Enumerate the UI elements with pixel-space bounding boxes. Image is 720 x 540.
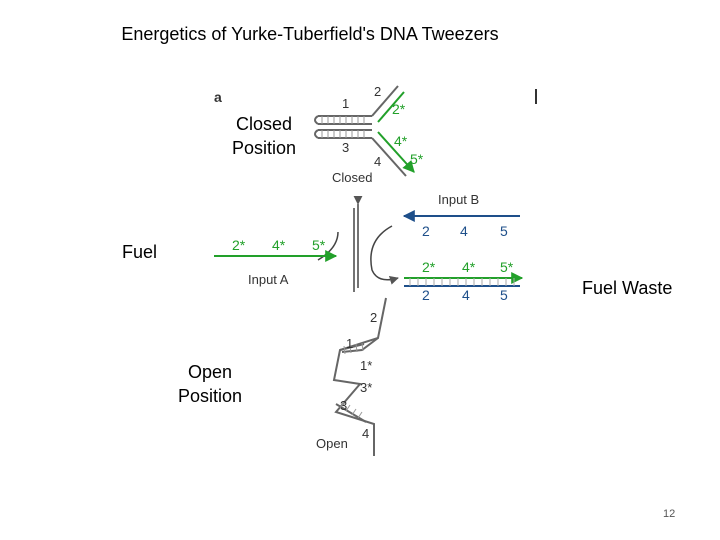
- page-number: 12: [663, 508, 676, 520]
- open-label-3: 3: [340, 398, 347, 413]
- waste-label-5star: 5*: [500, 259, 514, 275]
- waste-label-2star: 2*: [422, 259, 436, 275]
- closed-label-4star: 4*: [394, 133, 408, 149]
- fuel-waste-duplex: 2* 4* 5* 2 4 5: [404, 259, 524, 303]
- open-label-3star: 3*: [360, 380, 372, 395]
- inputb-label-5: 5: [500, 223, 508, 239]
- fuel-label-5star: 5*: [312, 237, 326, 253]
- closed-label-1: 1: [342, 96, 349, 111]
- closed-label-5star: 5*: [410, 151, 424, 167]
- waste-label-4star: 4*: [462, 259, 476, 275]
- waste-label-4: 4: [462, 287, 470, 303]
- open-tweezers: 2 1 1* 3* 3 4 Open: [316, 297, 387, 456]
- inputb-label-4: 4: [460, 223, 468, 239]
- closed-position-label: Closed Position: [231, 114, 297, 158]
- fuel-label: Fuel: [122, 242, 158, 262]
- closed-tag: Closed: [332, 170, 372, 185]
- open-label-1: 1: [346, 336, 353, 351]
- fuel-waste-label: Fuel Waste: [582, 278, 673, 298]
- open-position-label: Open Position: [177, 362, 243, 406]
- open-tag: Open: [316, 436, 348, 451]
- open-label-2: 2: [370, 310, 377, 325]
- open-label-4: 4: [362, 426, 369, 441]
- inputb-label-2: 2: [422, 223, 430, 239]
- closed-label-3: 3: [342, 140, 349, 155]
- closed-label-2: 2: [374, 84, 381, 99]
- slide-title: Energetics of Yurke-Tuberfield's DNA Twe…: [121, 24, 499, 44]
- panel-letter: a: [214, 89, 222, 105]
- open-label-1star: 1*: [360, 358, 372, 373]
- fuel-label-4star: 4*: [272, 237, 286, 253]
- fuel-strand: 2* 4* 5* Input A: [214, 237, 338, 287]
- waste-label-5: 5: [500, 287, 508, 303]
- waste-label-2: 2: [422, 287, 430, 303]
- input-b-tag: Input B: [438, 192, 479, 207]
- fuel-label-2star: 2*: [232, 237, 246, 253]
- input-a-tag: Input A: [248, 272, 289, 287]
- closed-label-4: 4: [374, 154, 381, 169]
- reaction-arrows: [317, 195, 399, 292]
- closed-tweezers: 1 2 3 4 2* 4* 5* Closed: [314, 84, 424, 185]
- closed-label-2star: 2*: [392, 101, 406, 117]
- input-b-strand: Input B 2 4 5: [402, 192, 520, 239]
